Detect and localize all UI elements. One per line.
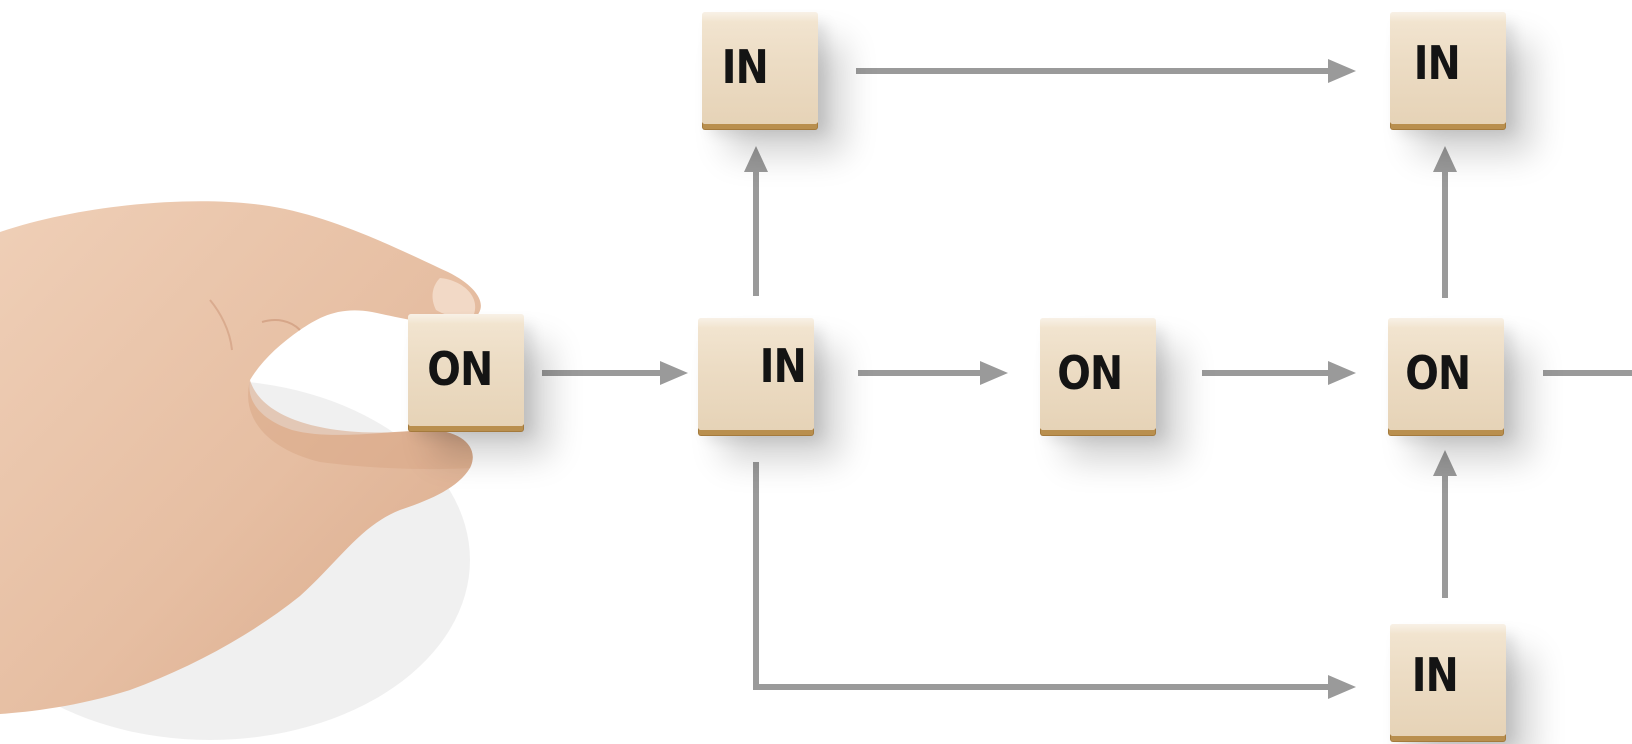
block-on-held[interactable]: ON: [408, 314, 524, 426]
arrow-icon: [1328, 59, 1356, 83]
block-label: ON: [1405, 346, 1471, 401]
block-label: IN: [1413, 35, 1461, 90]
block-label: IN: [759, 339, 807, 394]
arrow-icon: [753, 462, 1328, 690]
arrow-icon: [1328, 361, 1356, 385]
block-label: IN: [1411, 647, 1459, 702]
arrow-icon: [1433, 450, 1457, 476]
block-on-middle[interactable]: ON: [1040, 318, 1156, 430]
block-on-right[interactable]: ON: [1388, 318, 1504, 430]
arrow-icon: [1328, 675, 1356, 699]
arrow-icon: [1433, 146, 1457, 172]
block-label: ON: [427, 342, 493, 397]
arrow-icon: [980, 361, 1008, 385]
block-in-top-right[interactable]: IN: [1390, 12, 1506, 124]
block-label: IN: [721, 40, 769, 95]
block-label: ON: [1057, 346, 1123, 401]
arrow-icon: [744, 146, 768, 172]
block-in-top-left[interactable]: IN: [702, 12, 818, 124]
hand-image: [0, 201, 481, 740]
arrow-icon: [660, 361, 688, 385]
block-in-bottom-right[interactable]: IN: [1390, 624, 1506, 736]
block-in-center[interactable]: IN: [698, 318, 814, 430]
